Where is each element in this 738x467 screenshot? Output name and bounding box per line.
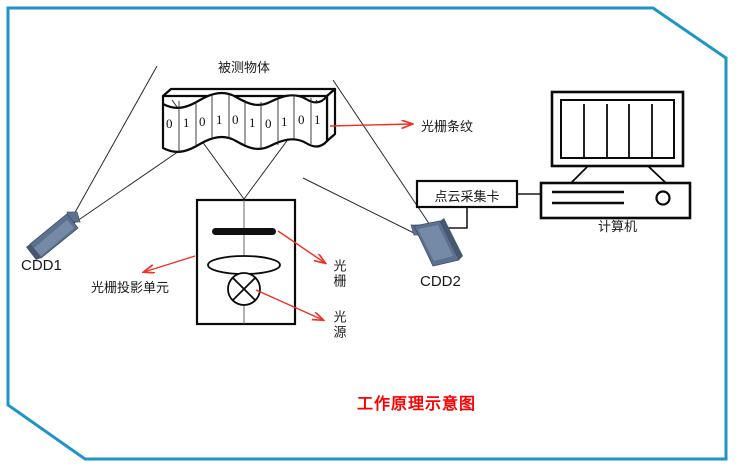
measured-object-label: 被测物体	[218, 60, 271, 75]
diagram-title: 工作原理示意图	[357, 394, 477, 413]
tower-vents	[552, 190, 624, 205]
measured-object: 0 1 0 1 0 1 0 1 0 1	[161, 87, 337, 153]
cdd1-body-highlight	[34, 220, 74, 256]
cdd2-body-highlight	[418, 225, 453, 261]
light-source-x-2	[232, 277, 256, 301]
svg-text:1: 1	[249, 115, 256, 130]
computer-group	[539, 90, 692, 220]
arrow-to-projection-unit	[144, 255, 196, 272]
monitor-screen-columns	[583, 104, 653, 158]
svg-text:0: 0	[166, 116, 173, 131]
svg-text:1: 1	[183, 115, 190, 130]
svg-text:0: 0	[199, 114, 206, 129]
arrow-to-grating	[277, 230, 325, 263]
svg-text:0: 0	[265, 116, 272, 131]
cdd2-body-shadow	[440, 218, 463, 260]
cdd2-label: CDD2	[420, 273, 461, 290]
acquisition-card-label: 点云采集卡	[434, 189, 500, 204]
projector-unit	[195, 198, 297, 326]
svg-text:0: 0	[298, 112, 305, 127]
tower-power-button[interactable]	[655, 190, 671, 206]
grating-projection-unit-label: 光栅投影单元	[91, 280, 170, 295]
svg-text:1: 1	[216, 112, 223, 127]
cdd2-camera	[410, 218, 463, 267]
svg-text:0: 0	[232, 112, 239, 127]
object-stripe-lines	[178, 95, 312, 152]
cdd1-camera	[26, 211, 81, 260]
monitor-screen	[560, 99, 675, 159]
grating-fringe-label: 光栅条纹	[421, 119, 474, 134]
computer-label: 计算机	[598, 219, 638, 234]
cdd2-sightline-lower	[302, 177, 425, 239]
monitor-stand	[569, 165, 668, 185]
cdd1-body-shadow	[26, 244, 41, 260]
cdd1-sightline-group	[63, 65, 199, 231]
arrow-to-grating-fringe	[329, 124, 412, 126]
svg-text:1: 1	[281, 114, 288, 129]
cdd1-label: CDD1	[21, 257, 62, 274]
light-source-label: 光源	[331, 310, 347, 340]
arrow-to-light-source	[255, 289, 323, 320]
object-binary-digits: 0 1 0 1 0 1 0 1 0 1	[166, 112, 321, 131]
cdd1-sightline-upper	[72, 65, 158, 217]
cdd1-sightline-lower	[63, 137, 199, 231]
svg-text:1: 1	[314, 112, 321, 127]
grating-bar	[212, 228, 276, 235]
grating-label: 光栅	[331, 259, 347, 289]
chamfered-frame	[6, 6, 728, 461]
